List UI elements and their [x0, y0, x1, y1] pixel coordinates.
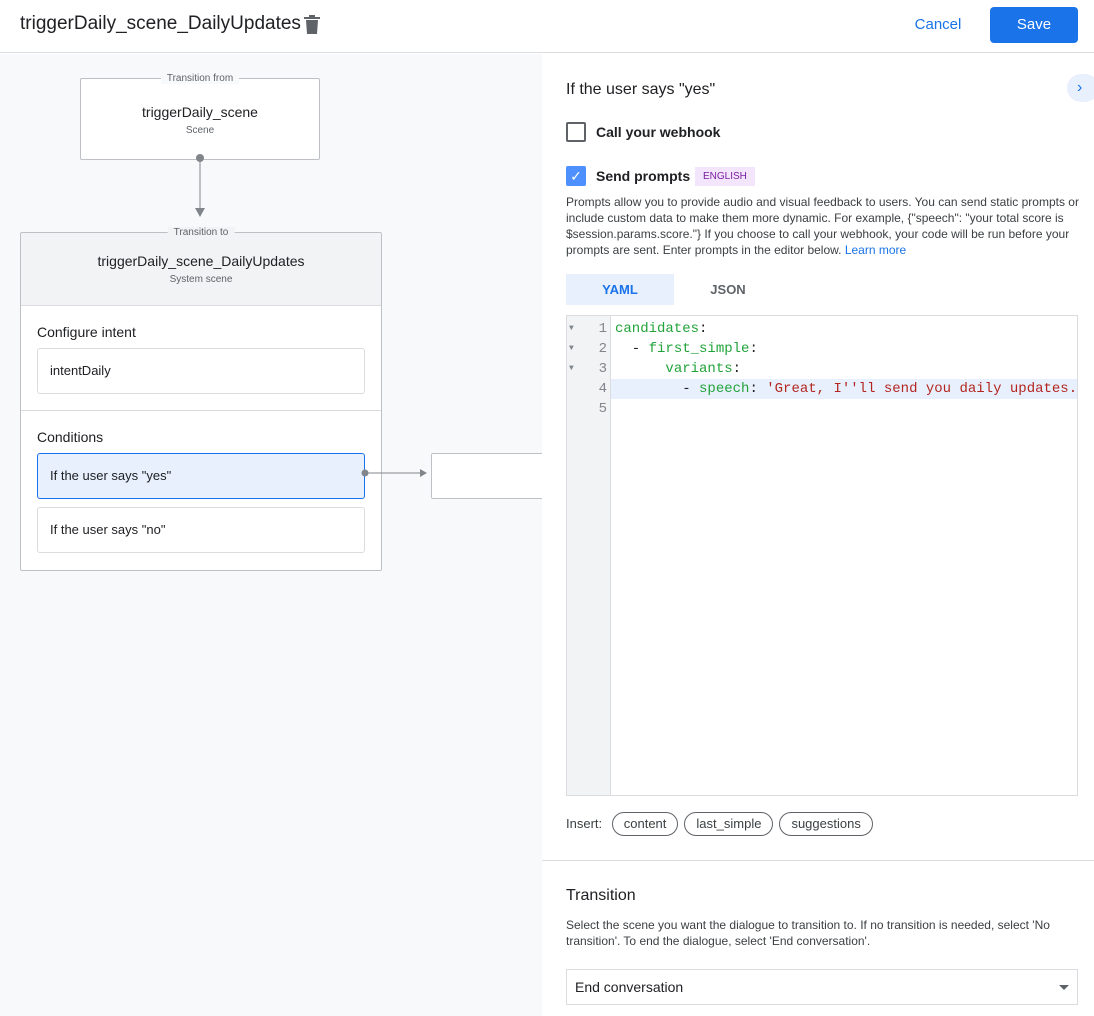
code-token: variants — [665, 361, 733, 377]
selected-value: End conversation — [575, 979, 684, 995]
transition-select[interactable]: End conversation — [566, 969, 1078, 1005]
code-token: first_simple — [648, 341, 750, 357]
line-number: 4 — [598, 381, 607, 397]
transition-from-node[interactable]: Transition from triggerDaily_scene Scene — [80, 73, 320, 160]
detail-panel: › If the user says "yes" Call your webho… — [542, 54, 1094, 1016]
code-token: : — [749, 381, 767, 397]
page-title: triggerDaily_scene_DailyUpdates — [20, 13, 301, 34]
condition-no[interactable]: If the user says "no" — [37, 507, 365, 553]
intent-item[interactable]: intentDaily — [37, 348, 365, 394]
node-label: Transition from — [160, 73, 240, 84]
transition-heading: Transition — [566, 887, 636, 904]
collapse-panel-button[interactable]: › — [1067, 74, 1094, 102]
configure-intent-heading: Configure intent — [37, 324, 136, 340]
code-token: 'Great, I''ll send you daily updates. — [766, 381, 1078, 397]
code-editor[interactable]: 1 ▼ candidates: 2 ▼ - first_simple: 3 ▼ varian… — [566, 315, 1078, 796]
code-token: : — [732, 361, 742, 377]
webhook-label: Call your webhook — [596, 124, 721, 140]
insert-label: Insert: — [566, 816, 603, 831]
code-line: - first_simple: — [615, 339, 758, 359]
line-number: 5 — [598, 401, 607, 417]
transition-to-node: Transition to triggerDaily_scene_DailyUp… — [20, 227, 382, 571]
fold-arrow-icon[interactable]: ▼ — [569, 344, 574, 353]
top-bar: triggerDaily_scene_DailyUpdates Cancel S… — [0, 0, 1094, 53]
insert-chip-suggestions[interactable]: suggestions — [779, 812, 873, 836]
tab-yaml[interactable]: YAML — [566, 274, 674, 305]
condition-connector — [361, 469, 427, 477]
description-text: Prompts allow you to provide audio and v… — [566, 195, 1079, 257]
language-badge: ENGLISH — [695, 167, 755, 186]
transition-description: Select the scene you want the dialogue t… — [566, 918, 1050, 948]
dropdown-arrow-icon — [1059, 985, 1069, 995]
send-prompts-checkbox[interactable]: ✓ — [566, 166, 586, 186]
code-line: - speech: 'Great, I''ll send you daily u… — [615, 379, 1077, 399]
code-token: - — [615, 381, 700, 397]
code-token: candidates — [615, 321, 700, 337]
cancel-button[interactable]: Cancel — [914, 16, 962, 33]
scene-name: triggerDaily_scene — [142, 104, 258, 120]
node-label: Transition to — [167, 227, 235, 238]
panel-title: If the user says "yes" — [566, 81, 716, 98]
condition-yes[interactable]: If the user says "yes" — [37, 453, 365, 499]
code-line: candidates: — [615, 319, 707, 339]
learn-more-link[interactable]: Learn more — [844, 243, 907, 257]
code-token: : — [749, 341, 758, 357]
scene-type: System scene — [169, 274, 233, 285]
scene-name: triggerDaily_scene_DailyUpdates — [97, 253, 305, 269]
code-token — [615, 361, 665, 377]
send-prompts-label: Send prompts — [596, 168, 691, 184]
scene-type: Scene — [185, 125, 215, 136]
trash-icon[interactable] — [304, 15, 320, 34]
insert-chip-last-simple[interactable]: last_simple — [684, 812, 774, 836]
line-number: 1 — [598, 321, 607, 337]
prompts-description: Prompts allow you to provide audio and v… — [566, 194, 1080, 258]
fold-arrow-icon[interactable]: ▼ — [569, 324, 574, 333]
line-number: 2 — [598, 341, 607, 357]
code-token: : — [699, 321, 708, 337]
flow-canvas: Transition from triggerDaily_scene Scene… — [0, 54, 542, 1016]
code-token: - — [615, 341, 649, 357]
fold-arrow-icon[interactable]: ▼ — [569, 364, 574, 373]
insert-chip-content[interactable]: content — [611, 812, 679, 836]
tab-json[interactable]: JSON — [710, 282, 746, 297]
code-line: variants: — [615, 359, 741, 379]
code-token: speech — [699, 381, 750, 397]
conditions-heading: Conditions — [37, 429, 104, 445]
save-button[interactable]: Save — [990, 7, 1078, 43]
editor-gutter — [567, 316, 611, 795]
connector-arrow — [195, 154, 205, 217]
active-line-highlight — [611, 379, 1077, 399]
divider — [542, 860, 1094, 861]
line-number: 3 — [598, 361, 607, 377]
webhook-checkbox[interactable] — [566, 122, 586, 142]
target-node[interactable] — [431, 453, 542, 499]
